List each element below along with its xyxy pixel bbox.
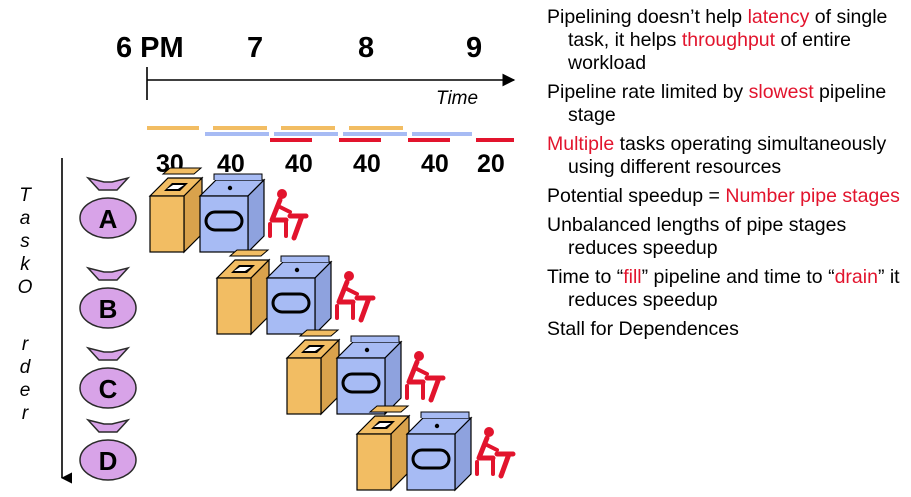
task-order-letter: r bbox=[22, 334, 29, 355]
stage-bar-dry-3 bbox=[343, 132, 407, 136]
bullet-item: Stall for Dependences bbox=[547, 318, 907, 341]
bullet-item: Time to “fill” pipeline and time to “dra… bbox=[547, 266, 907, 312]
time-axis-label: Time bbox=[436, 88, 478, 109]
bullet-text: Number pipe stages bbox=[725, 185, 900, 207]
stage-bar-fold-4 bbox=[476, 138, 514, 142]
laundry-set-c bbox=[285, 329, 446, 416]
task-bag-label: B bbox=[99, 294, 118, 324]
stage-bar-fold-1 bbox=[270, 138, 312, 142]
time-label-9: 9 bbox=[466, 32, 482, 64]
washer-icon bbox=[148, 167, 204, 254]
time-label-7: 7 bbox=[247, 32, 263, 64]
stage-bars bbox=[147, 126, 514, 142]
stage-bar-fold-2 bbox=[339, 138, 381, 142]
washer-icon bbox=[355, 405, 411, 492]
bullet-text: Multiple bbox=[547, 133, 615, 155]
bullet-text: fill bbox=[623, 266, 642, 288]
stage-duration-5: 40 bbox=[421, 150, 449, 178]
task-bags: A B C D bbox=[79, 176, 137, 481]
stage-bar-wash-1 bbox=[147, 126, 199, 130]
bullet-text: Time to “ bbox=[547, 266, 624, 288]
stage-bar-wash-3 bbox=[281, 126, 335, 130]
dryer-icon bbox=[198, 173, 266, 254]
laundry-set-b bbox=[215, 249, 376, 336]
task-bag-d: D bbox=[79, 418, 137, 481]
task-bag-a: A bbox=[79, 176, 137, 239]
bullet-text: of single task, it helps bbox=[568, 6, 888, 51]
bullet-text: latency bbox=[747, 6, 810, 28]
task-order-letter: d bbox=[20, 357, 32, 378]
bullet-text: Unbalanced lengths of pipe stages reduce… bbox=[547, 214, 847, 259]
laundry-machines bbox=[148, 167, 516, 492]
folder-person-icon bbox=[335, 271, 376, 323]
folder-person-icon bbox=[475, 427, 516, 479]
stage-duration-4: 40 bbox=[353, 150, 381, 178]
bullet-item: Pipelining doesn’t help latency of singl… bbox=[547, 6, 907, 75]
task-bag-label: D bbox=[99, 446, 118, 476]
folder-person-icon bbox=[405, 351, 446, 403]
laundry-set-a bbox=[148, 167, 309, 254]
stage-bar-dry-1 bbox=[205, 132, 269, 136]
task-bag-c: C bbox=[79, 346, 137, 409]
task-order-letter: a bbox=[20, 208, 31, 229]
bullet-text: of entire workload bbox=[568, 29, 851, 74]
washer-icon bbox=[285, 329, 341, 416]
bullet-item: Unbalanced lengths of pipe stages reduce… bbox=[547, 214, 907, 260]
stage-bar-dry-4 bbox=[412, 132, 472, 136]
bullet-text: ” it reduces speedup bbox=[568, 266, 900, 311]
bullet-text: throughput bbox=[681, 29, 776, 51]
bullet-item: Multiple tasks operating simultaneously … bbox=[547, 133, 907, 179]
task-order-letter: O bbox=[18, 277, 33, 298]
time-label-8: 8 bbox=[358, 32, 374, 64]
task-bag-b: B bbox=[79, 266, 137, 329]
folder-person-icon bbox=[268, 189, 309, 241]
bullet-text: tasks operating simultaneously using dif… bbox=[568, 133, 887, 178]
dryer-icon bbox=[335, 335, 403, 416]
bullet-text: drain bbox=[834, 266, 878, 288]
dryer-icon bbox=[405, 411, 473, 492]
bullet-text: Pipelining doesn’t help bbox=[547, 6, 748, 28]
stage-bar-wash-4 bbox=[349, 126, 403, 130]
stage-duration-6: 20 bbox=[477, 150, 505, 178]
bullet-text: Stall for Dependences bbox=[547, 318, 739, 340]
bullet-item: Potential speedup = Number pipe stages bbox=[547, 185, 907, 208]
task-order-letter: e bbox=[20, 380, 31, 401]
task-order-letter: s bbox=[20, 231, 30, 252]
task-bag-label: A bbox=[99, 204, 118, 234]
dryer-icon bbox=[265, 255, 333, 336]
bullet-text: ” pipeline and time to “ bbox=[641, 266, 835, 288]
task-order-letter: T bbox=[19, 185, 32, 206]
task-order-letter: r bbox=[22, 403, 29, 424]
task-bag-label: C bbox=[99, 374, 118, 404]
bullet-list: Pipelining doesn’t help latency of singl… bbox=[547, 6, 907, 347]
bullet-text: Potential speedup = bbox=[547, 185, 726, 207]
stage-bar-fold-3 bbox=[408, 138, 450, 142]
laundry-set-d bbox=[355, 405, 516, 492]
bullet-text: pipeline stage bbox=[568, 81, 887, 126]
stage-duration-2: 40 bbox=[217, 150, 245, 178]
stage-duration-3: 40 bbox=[285, 150, 313, 178]
washer-icon bbox=[215, 249, 271, 336]
stage-bar-wash-2 bbox=[213, 126, 267, 130]
task-order-letter: k bbox=[20, 254, 31, 275]
bullet-item: Pipeline rate limited by slowest pipelin… bbox=[547, 81, 907, 127]
bullet-text: Pipeline rate limited by bbox=[547, 81, 749, 103]
bullet-text: slowest bbox=[748, 81, 814, 103]
stage-bar-dry-2 bbox=[274, 132, 338, 136]
time-label-6pm: 6 PM bbox=[116, 32, 184, 64]
